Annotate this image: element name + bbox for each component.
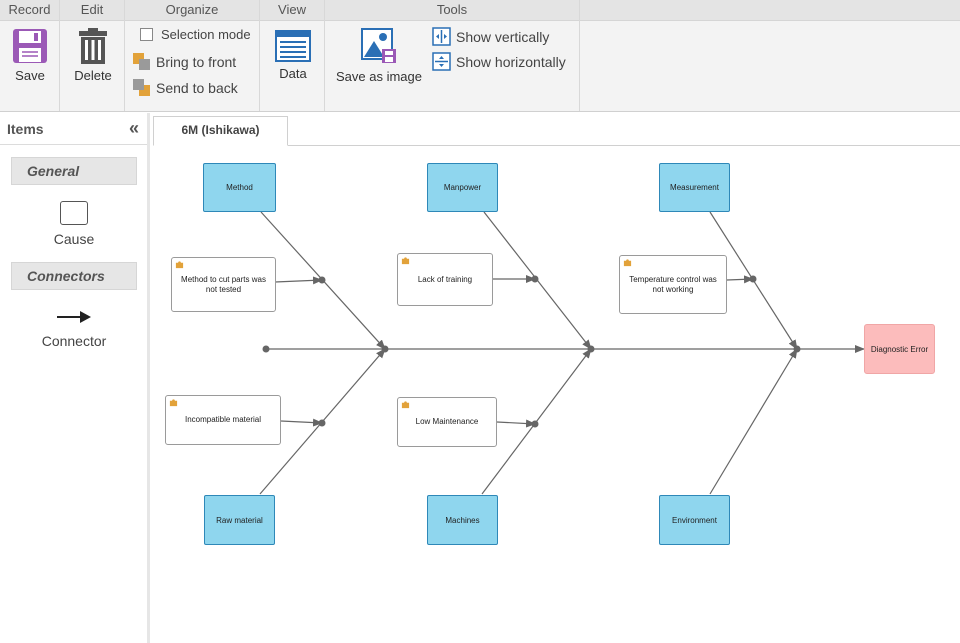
category-environment-node[interactable]: Environment	[659, 495, 730, 545]
cause-temp-control-node[interactable]: Temperature control was not working	[619, 255, 727, 314]
cause-low-maintenance-node[interactable]: Low Maintenance	[397, 397, 497, 447]
collapse-panel-icon[interactable]: «	[128, 118, 139, 138]
cause-tool[interactable]: Cause	[24, 201, 124, 247]
cause-puzzle-icon	[623, 259, 632, 267]
save-as-image-label: Save as image	[336, 69, 422, 84]
cause-puzzle-icon	[169, 399, 178, 407]
bring-front-icon	[133, 53, 150, 70]
items-panel: Items « General Cause Connectors Connect…	[0, 113, 150, 643]
arrow-right-icon	[57, 311, 91, 323]
data-label: Data	[279, 66, 307, 81]
document-tabbar: 6M (Ishikawa)	[153, 113, 960, 146]
group-record-title: Record	[0, 0, 59, 21]
cause-puzzle-icon	[175, 261, 184, 269]
send-to-back-label: Send to back	[156, 79, 238, 96]
cause-tool-label: Cause	[53, 231, 95, 247]
cause-low-maintenance-text: Low Maintenance	[415, 417, 479, 426]
horizontal-layout-icon	[432, 52, 451, 71]
section-general[interactable]: General	[11, 157, 137, 185]
save-button[interactable]: Save	[8, 28, 52, 83]
category-machines-node[interactable]: Machines	[427, 495, 498, 545]
group-organize: Organize Selection mode Bring to front S…	[125, 0, 260, 111]
cause-puzzle-icon	[401, 257, 410, 265]
send-back-icon	[133, 79, 150, 96]
trash-icon	[79, 28, 107, 64]
group-record: Record Save	[0, 0, 60, 111]
items-panel-title: Items	[7, 121, 44, 137]
delete-label: Delete	[74, 68, 112, 83]
cause-incompatible-text: Incompatible material	[184, 415, 262, 424]
cause-method-cut-node[interactable]: Method to cut parts was not tested	[171, 257, 276, 312]
section-connectors[interactable]: Connectors	[11, 262, 137, 290]
effect-diagnostic-error-node[interactable]: Diagnostic Error	[864, 324, 935, 374]
image-export-icon	[361, 28, 396, 63]
selection-mode-toggle[interactable]: Selection mode	[138, 27, 251, 42]
save-icon	[13, 29, 47, 63]
category-raw-material-node[interactable]: Raw material	[204, 495, 275, 545]
cause-incompatible-node[interactable]: Incompatible material	[165, 395, 281, 445]
group-tools: Tools Save as image	[325, 0, 580, 111]
cause-lack-training-text: Lack of training	[417, 274, 473, 284]
data-button[interactable]: Data	[272, 30, 314, 81]
group-view-title: View	[260, 0, 324, 21]
cause-method-cut-text: Method to cut parts was not tested	[181, 274, 266, 294]
group-edit-title: Edit	[60, 0, 124, 21]
cause-temp-control-text: Temperature control was not working	[629, 274, 717, 294]
show-horizontally-button[interactable]: Show horizontally	[432, 52, 566, 71]
group-organize-title: Organize	[125, 0, 259, 21]
vertical-layout-icon	[432, 27, 451, 46]
data-table-icon	[275, 30, 311, 62]
show-vertically-label: Show vertically	[456, 28, 550, 45]
cause-shape-icon	[60, 201, 88, 225]
ribbon-header-fill	[580, 0, 960, 21]
connector-tool[interactable]: Connector	[24, 309, 124, 349]
show-vertically-button[interactable]: Show vertically	[432, 27, 549, 46]
cause-puzzle-icon	[401, 401, 410, 409]
bring-to-front-button[interactable]: Bring to front	[132, 52, 236, 71]
delete-button[interactable]: Delete	[70, 28, 116, 83]
save-label: Save	[15, 68, 45, 83]
send-to-back-button[interactable]: Send to back	[132, 78, 238, 97]
selection-mode-checkbox[interactable]	[140, 28, 153, 41]
group-tools-title: Tools	[325, 0, 579, 21]
items-panel-header: Items «	[0, 113, 147, 145]
connector-tool-label: Connector	[41, 333, 107, 349]
cause-lack-training-node[interactable]: Lack of training	[397, 253, 493, 306]
show-horizontally-label: Show horizontally	[456, 53, 566, 70]
tab-6m-ishikawa[interactable]: 6M (Ishikawa)	[153, 116, 288, 146]
category-manpower-node[interactable]: Manpower	[427, 163, 498, 212]
save-as-image-button[interactable]: Save as image	[334, 27, 424, 84]
ribbon-toolbar: Record Save Edit	[0, 0, 960, 112]
category-measurement-node[interactable]: Measurement	[659, 163, 730, 212]
group-view: View Data	[260, 0, 325, 111]
category-method-node[interactable]: Method	[203, 163, 276, 212]
bring-to-front-label: Bring to front	[156, 53, 237, 70]
selection-mode-label: Selection mode	[161, 27, 251, 42]
group-edit: Edit Delete	[60, 0, 125, 111]
